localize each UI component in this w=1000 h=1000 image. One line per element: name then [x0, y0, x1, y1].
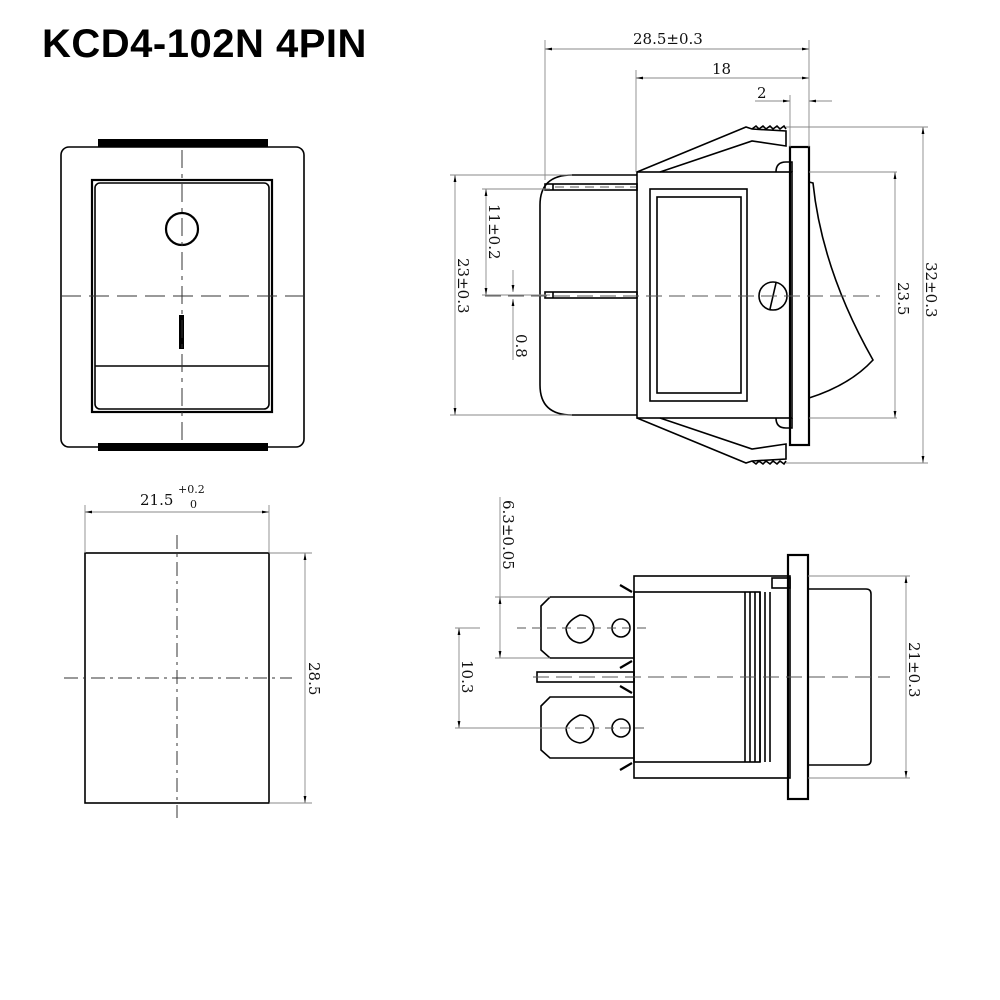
bezel-inner-height-label: 23.5	[894, 282, 912, 315]
front-top-clip	[98, 139, 268, 147]
terminal-hole-teardrop-upper	[565, 614, 595, 644]
cutout-width-label: 21.5	[140, 491, 173, 509]
side-upper-snap-clip	[636, 126, 787, 173]
front-view	[60, 139, 305, 451]
cutout-width-tol-upper: +0.2	[178, 483, 205, 496]
side-lower-snap-clip	[636, 417, 787, 464]
terminal-spacing-label: 11±0.2	[485, 204, 503, 260]
top-view: 6.3±0.05 10.3 21±0.3	[455, 497, 923, 801]
side-window-inner	[656, 196, 742, 394]
bezel-height-label: 32±0.3	[922, 262, 940, 318]
cutout-height-label: 28.5	[305, 662, 323, 695]
terminal-hole-teardrop-lower	[565, 714, 595, 744]
side-window-outer	[649, 188, 748, 402]
flange-thickness-label: 2	[757, 84, 767, 102]
cutout-width-tol-lower: 0	[190, 498, 197, 511]
terminal-width-label: 6.3±0.05	[499, 500, 517, 570]
body-length-label: 18	[712, 60, 731, 78]
side-terminal-housing	[539, 174, 637, 416]
terminal-pitch-label: 10.3	[458, 660, 476, 693]
page-title: KCD4-102N 4PIN	[42, 22, 367, 66]
side-terminal-lower	[544, 291, 638, 299]
overall-length-label: 28.5±0.3	[633, 30, 703, 48]
body-height-label: 23±0.3	[454, 258, 472, 314]
terminal-thickness-label: 0.8	[512, 334, 530, 358]
side-rocker	[808, 181, 874, 399]
front-bezel	[60, 146, 305, 448]
side-view: 28.5±0.3 18 2 23±0.3 11±0.2 0.8 23.5 32±…	[450, 30, 940, 466]
side-main-body	[636, 171, 793, 419]
body-width-label: 21±0.3	[905, 642, 923, 698]
panel-cutout-view: 21.5 +0.2 0 28.5	[64, 483, 323, 818]
